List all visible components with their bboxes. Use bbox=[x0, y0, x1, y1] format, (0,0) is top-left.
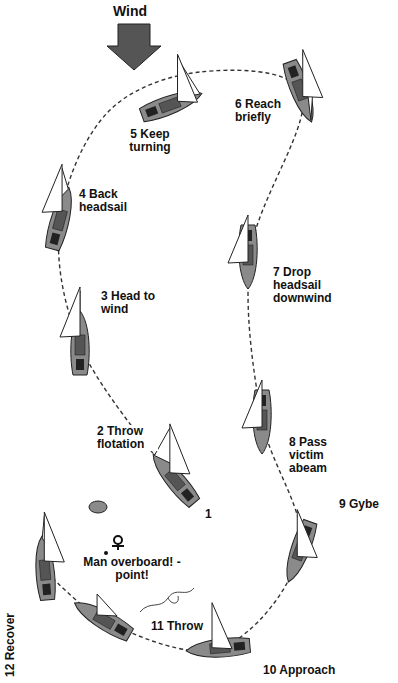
boat bbox=[242, 380, 271, 454]
step-label: 1 bbox=[204, 508, 213, 521]
step-label: 9 Gybe bbox=[338, 498, 380, 511]
victim bbox=[104, 536, 124, 555]
step-label: 11 Throw bbox=[150, 620, 204, 633]
step-label: Man overboard! - point! bbox=[78, 556, 186, 582]
course-line bbox=[45, 70, 303, 651]
step-label: 3 Head to wind bbox=[100, 290, 158, 316]
boats bbox=[33, 50, 323, 661]
boat bbox=[33, 512, 64, 601]
step-label: 7 Drop headsail downwind bbox=[272, 266, 350, 306]
wind-label: Wind bbox=[112, 4, 148, 19]
boat bbox=[60, 287, 89, 375]
step-label: 6 Reach briefly bbox=[234, 98, 288, 124]
boat bbox=[70, 594, 135, 643]
step-label: 12 Recover bbox=[4, 612, 17, 678]
boat bbox=[42, 164, 78, 251]
step-label: 2 Throw flotation bbox=[96, 425, 158, 451]
step-label: 5 Keep turning bbox=[118, 128, 182, 154]
wind-arrow bbox=[107, 24, 161, 70]
boat bbox=[228, 215, 257, 289]
boat bbox=[280, 510, 319, 586]
course-path bbox=[45, 70, 303, 651]
step-label: 10 Approach bbox=[262, 664, 336, 677]
throw-line bbox=[140, 588, 194, 612]
flotation bbox=[89, 501, 107, 513]
step-label: 4 Back headsail bbox=[78, 188, 146, 214]
boat bbox=[139, 54, 205, 124]
step-label: 8 Pass victim abeam bbox=[288, 436, 356, 476]
